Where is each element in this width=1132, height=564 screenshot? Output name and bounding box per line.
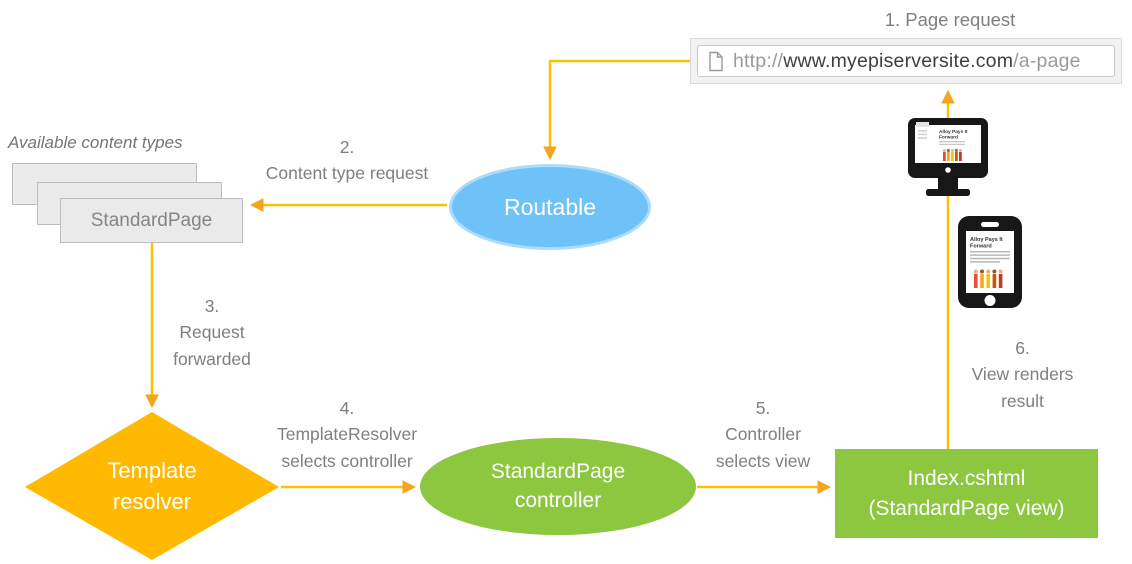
url-text: http://www.myepiserversite.com/a-page [733, 50, 1081, 73]
label-available-content-types: Available content types [8, 133, 183, 152]
url-input-field: http://www.myepiserversite.com/a-page [697, 45, 1115, 77]
label-step1-page-request: 1. Page request [884, 9, 1016, 30]
monitor-page-title-line1: Alloy Pays It [939, 129, 968, 135]
desktop-monitor-icon: Alloy Pays It Forward [908, 118, 988, 196]
phone-page-title-line2: Forward [970, 244, 992, 250]
label-step2-content-type-request: 2. Content type request [265, 137, 429, 184]
template-resolver-diamond-shape [25, 412, 279, 560]
label-step4-templateresolver-selects-controller: 4. TemplateResolver selects controller [276, 398, 418, 471]
url-host: www.myepiserversite.com [783, 49, 1014, 72]
index-cshtml-view-label: Index.cshtml (StandardPage view) [868, 467, 1065, 520]
label-step6-view-renders-result: 6. View renders result [971, 338, 1074, 411]
phone-page-title-line1: Alloy Pays It [970, 237, 1003, 243]
monitor-page-title-line2: Forward [939, 135, 958, 141]
routable-node: Routable [449, 164, 651, 250]
standardpage-controller-label: StandardPage controller [490, 460, 626, 512]
routable-node-label: Routable [503, 193, 597, 220]
smartphone-icon: Alloy Pays It Forward [958, 216, 1022, 308]
url-protocol: http:// [733, 49, 784, 72]
content-type-card-standardpage: StandardPage [60, 198, 243, 243]
label-step3-request-forwarded: 3. Request forwarded [173, 296, 251, 369]
standardpage-controller-node: StandardPage controller [420, 438, 696, 535]
monitor-people-image [942, 149, 962, 161]
phone-people-image [973, 269, 1003, 288]
page-document-icon [709, 51, 723, 71]
template-resolver-node: Template resolver [107, 458, 197, 514]
arrow-pagerequest-to-routable [543, 59, 690, 161]
browser-address-bar: http://www.myepiserversite.com/a-page [690, 38, 1122, 84]
standardpage-card-label: StandardPage [90, 209, 213, 231]
index-cshtml-view-node: Index.cshtml (StandardPage view) [835, 449, 1098, 538]
label-step5-controller-selects-view: 5. Controller selects view [715, 398, 811, 471]
url-path: /a-page [1013, 49, 1081, 72]
